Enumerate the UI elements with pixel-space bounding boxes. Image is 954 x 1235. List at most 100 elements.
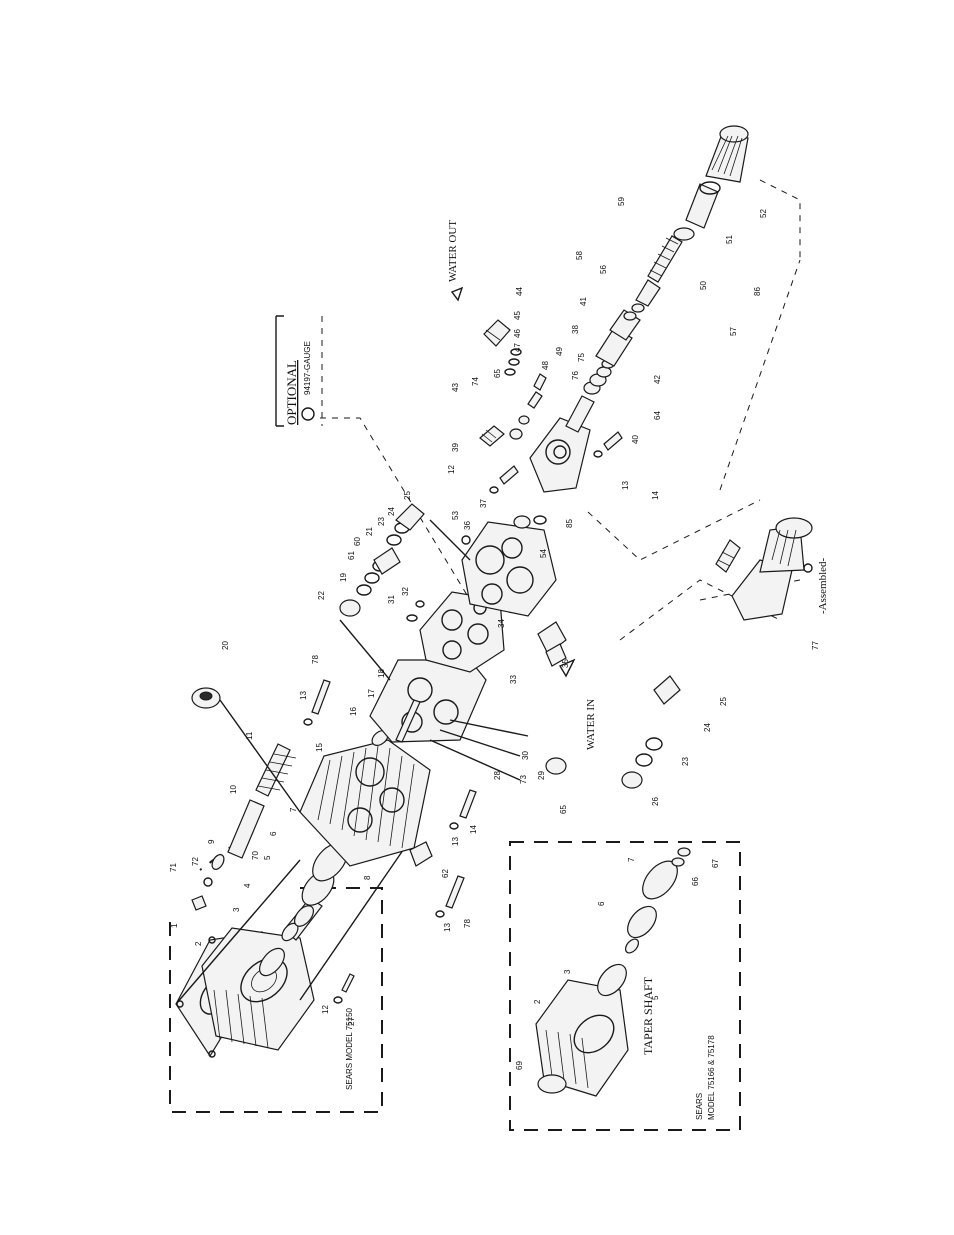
- label-sears-a: SEARS: [695, 1093, 704, 1120]
- oring-54: [533, 515, 547, 525]
- part-2: 2: [194, 941, 203, 946]
- arrow-water-out: [450, 286, 464, 302]
- washer-12: [333, 996, 343, 1004]
- part-14-a: 14: [651, 491, 660, 500]
- part-54: 54: [539, 549, 548, 558]
- valve-cage-25: [395, 503, 425, 531]
- part-53: 53: [451, 511, 460, 520]
- part-24-b: 24: [703, 723, 712, 732]
- part-9: 9: [207, 839, 216, 844]
- part-5-b: 5: [651, 995, 660, 1000]
- oring-56: [631, 303, 645, 313]
- part-29: 29: [537, 771, 546, 780]
- plunger-73: [395, 699, 421, 743]
- bolt-39: [499, 465, 519, 485]
- oring-61: [364, 572, 380, 584]
- label-sears-b: MODEL 75166 & 75178: [707, 1035, 716, 1120]
- cam-6-bottom: [627, 905, 657, 939]
- part-65-a: 65: [493, 369, 502, 378]
- part-number-labels: 1 2 3 4 70 5 6 7 8 9 10 11 71 72 12 27 1…: [169, 197, 820, 1070]
- washer-9: [211, 854, 225, 870]
- oring-46: [508, 358, 520, 366]
- seal-69: [537, 1074, 567, 1094]
- part-31: 31: [387, 595, 396, 604]
- part-57: 57: [729, 327, 738, 336]
- part-78-b: 78: [463, 919, 472, 928]
- bolt-78-bottom: [445, 875, 465, 909]
- oring-23-lower: [635, 753, 653, 767]
- part-38: 38: [571, 325, 580, 334]
- part-69: 69: [515, 1061, 524, 1070]
- part-7-b: 7: [627, 857, 636, 862]
- nut-67: [677, 847, 691, 857]
- washer-13-top: [303, 718, 313, 726]
- part-6: 6: [269, 831, 278, 836]
- seal-37: [513, 515, 531, 529]
- part-25-a: 25: [403, 491, 412, 500]
- part-7: 7: [289, 807, 298, 812]
- oring-31: [406, 614, 418, 622]
- part-44: 44: [515, 287, 524, 296]
- part-50: 50: [699, 281, 708, 290]
- part-78-a: 78: [311, 655, 320, 664]
- part-1: 1: [170, 923, 179, 928]
- part-77: 77: [811, 641, 820, 650]
- piston-57: [635, 279, 661, 307]
- part-45: 45: [513, 311, 522, 320]
- label-optional: OPTIONAL: [284, 360, 299, 425]
- part-12-b: 12: [447, 465, 456, 474]
- part-43: 43: [451, 383, 460, 392]
- part-73: 73: [519, 775, 528, 784]
- plug-62: [409, 841, 433, 867]
- oring-32: [415, 600, 425, 608]
- seal-65-outlet: [518, 415, 530, 425]
- label-taper-shaft: TAPER SHAFT: [641, 976, 655, 1055]
- oring-45: [510, 348, 522, 356]
- part-15: 15: [315, 743, 324, 752]
- part-34: 34: [497, 619, 506, 628]
- spring-59: [647, 235, 683, 283]
- part-20: 20: [221, 641, 230, 650]
- optional-gauge: OPTIONAL 94197-GAUGE: [275, 315, 471, 601]
- label-sears-model-75150: SEARS MODEL 75150: [345, 1007, 354, 1090]
- washer-13-mid: [449, 822, 459, 830]
- part-21: 21: [365, 527, 374, 536]
- part-10: 10: [229, 785, 238, 794]
- part-13-d: 13: [443, 923, 452, 932]
- assembled-unloader-77: [715, 517, 813, 621]
- part-27: 27: [347, 1017, 356, 1026]
- part-61: 61: [347, 551, 356, 560]
- bolt-27: [341, 973, 355, 993]
- part-48: 48: [541, 361, 550, 370]
- washer-5-bottom: [624, 938, 640, 954]
- spring-48: [533, 373, 547, 391]
- part-47: 47: [513, 343, 522, 352]
- part-51: 51: [725, 235, 734, 244]
- retainer-71: [191, 895, 207, 911]
- part-62: 62: [441, 869, 450, 878]
- cap-20: [191, 687, 221, 709]
- oring-47: [504, 368, 516, 376]
- label-water-in: WATER IN: [585, 699, 597, 750]
- oring-58: [623, 311, 637, 321]
- arrow-water-in: [558, 658, 576, 678]
- part-26-a: 26: [651, 797, 660, 806]
- part-52: 52: [759, 209, 768, 218]
- label-assembled: -Assembled-: [817, 557, 829, 614]
- part-28: 28: [493, 771, 502, 780]
- part-76: 76: [571, 371, 580, 380]
- bearing-3: [259, 947, 285, 977]
- part-18: 18: [377, 669, 386, 678]
- part-8: 8: [363, 875, 372, 880]
- part-75: 75: [577, 353, 586, 362]
- washer-12-outlet: [489, 486, 499, 494]
- part-3: 3: [232, 907, 241, 912]
- knob-52: [705, 125, 749, 183]
- part-16: 16: [349, 707, 358, 716]
- part-65-b: 65: [559, 805, 568, 814]
- valve-cage-25-lower: [653, 675, 681, 705]
- inlet-fitting-35: [537, 621, 567, 667]
- spring-11: [255, 743, 291, 797]
- part-2-b: 2: [533, 999, 542, 1004]
